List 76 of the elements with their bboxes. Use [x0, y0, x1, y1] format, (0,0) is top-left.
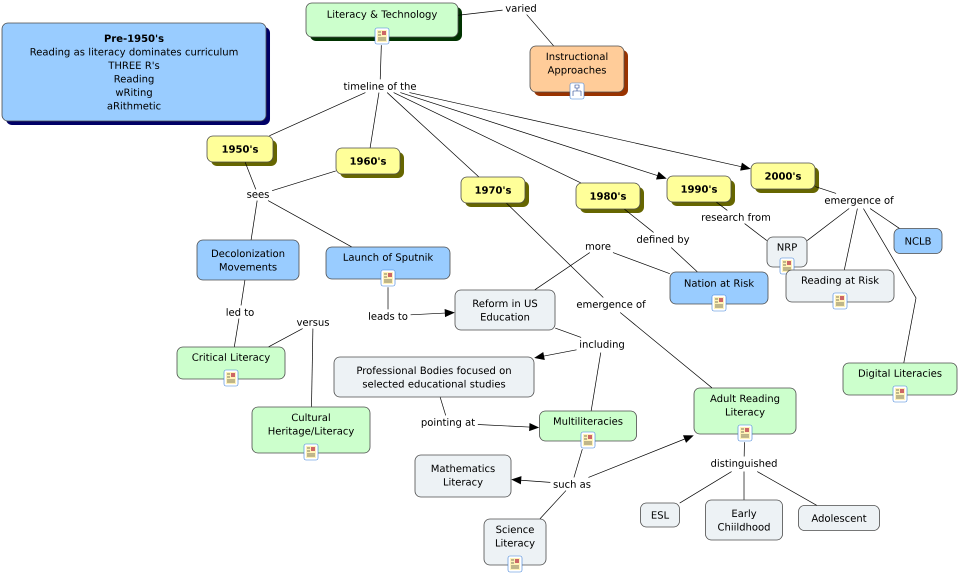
linking-phrase: versus: [294, 318, 332, 328]
connector-line: [370, 92, 380, 148]
connector-line: [240, 280, 246, 306]
connector-line: [393, 92, 582, 184]
connector-line: [540, 490, 566, 520]
connector-line: [814, 186, 836, 194]
concept-box: Digital Literacies: [842, 362, 958, 396]
connector-line: [268, 200, 352, 248]
concept-box: ESL: [640, 502, 680, 528]
concept-box: Critical Literacy: [176, 346, 286, 380]
connector-line: [506, 202, 604, 298]
connector-line: [612, 252, 670, 274]
connector-line: [620, 312, 712, 388]
concept-box: 2000's: [750, 162, 819, 193]
connector-line: [268, 328, 303, 348]
linking-phrase: timeline of the: [340, 80, 420, 92]
connector-line: [386, 92, 480, 178]
concept-box: Launch of Sputnik: [326, 246, 450, 280]
concept-box: Decolonization Movements: [196, 240, 300, 280]
linking-phrase: emergence of: [574, 298, 648, 312]
linking-phrase: more: [582, 242, 614, 252]
connector-line: [311, 328, 314, 408]
connector-line: [679, 471, 732, 504]
connector-line: [268, 92, 366, 136]
concept-box: 1960's: [336, 148, 404, 178]
concept-box: Multiliteracies: [539, 410, 637, 442]
concept-box: Literacy & Technology: [306, 2, 462, 41]
linking-phrase: varied: [502, 2, 540, 14]
connector-line: [844, 208, 858, 270]
connector-line: [234, 318, 240, 348]
connector-line: [272, 170, 336, 191]
concept-box: Reading at Risk: [786, 270, 894, 302]
linking-phrase: research from: [698, 210, 774, 224]
connector-line: [380, 44, 382, 80]
concept-box: Professional Bodies focused on selected educational studies: [334, 356, 534, 398]
concept-box: 1980's: [576, 182, 644, 213]
linking-phrase: defined by: [634, 232, 692, 248]
connector-line: [716, 202, 728, 211]
concept-box: Adolescent: [798, 505, 880, 531]
linking-phrase: pointing at: [418, 416, 478, 430]
connector-line: [590, 352, 602, 412]
connector-line: [670, 247, 698, 272]
concept-box: NCLB: [894, 228, 942, 254]
concept-box: Reform in US Education: [454, 290, 556, 330]
concept-box: 1970's: [460, 176, 529, 207]
linking-phrase: such as: [550, 478, 594, 490]
connector-line: [458, 10, 503, 16]
connector-line: [624, 208, 654, 233]
linking-phrase: including: [576, 338, 628, 352]
concept-box: Mathematics Literacy: [414, 454, 512, 498]
concept-box: Cultural Heritage/Literacy: [252, 406, 370, 454]
connector-line: [440, 396, 446, 416]
connector-line: [250, 200, 258, 240]
connector-line: [574, 448, 583, 478]
linking-phrase: leads to: [366, 310, 410, 322]
linking-phrase: emergence of: [822, 194, 896, 208]
connector-line: [744, 223, 768, 241]
connector-line: [526, 14, 554, 46]
connector-line: [244, 162, 256, 190]
concept-box: 1990's: [666, 176, 735, 206]
concept-box: Pre-1950's Reading as literacy dominates curriculum THREE R's Reading wRiting aRithmetic: [2, 22, 270, 125]
linking-phrase: led to: [223, 306, 257, 318]
concept-box: Nation at Risk: [670, 272, 768, 304]
connector-line: [863, 208, 916, 364]
concept-box: Science Literacy: [484, 518, 546, 566]
connector-line: [870, 208, 900, 229]
connector-line: [534, 252, 590, 290]
linking-phrase: distinguished: [708, 456, 780, 472]
concept-box: Adult Reading Literacy: [694, 388, 796, 434]
concept-box: 1950's: [206, 136, 277, 166]
connector-line: [756, 471, 818, 506]
connector-line: [744, 442, 745, 457]
linking-phrase: sees: [244, 190, 272, 200]
concept-box: Early Chiildhood: [705, 500, 783, 540]
connector-line: [806, 208, 850, 241]
connector-line: [554, 328, 582, 338]
